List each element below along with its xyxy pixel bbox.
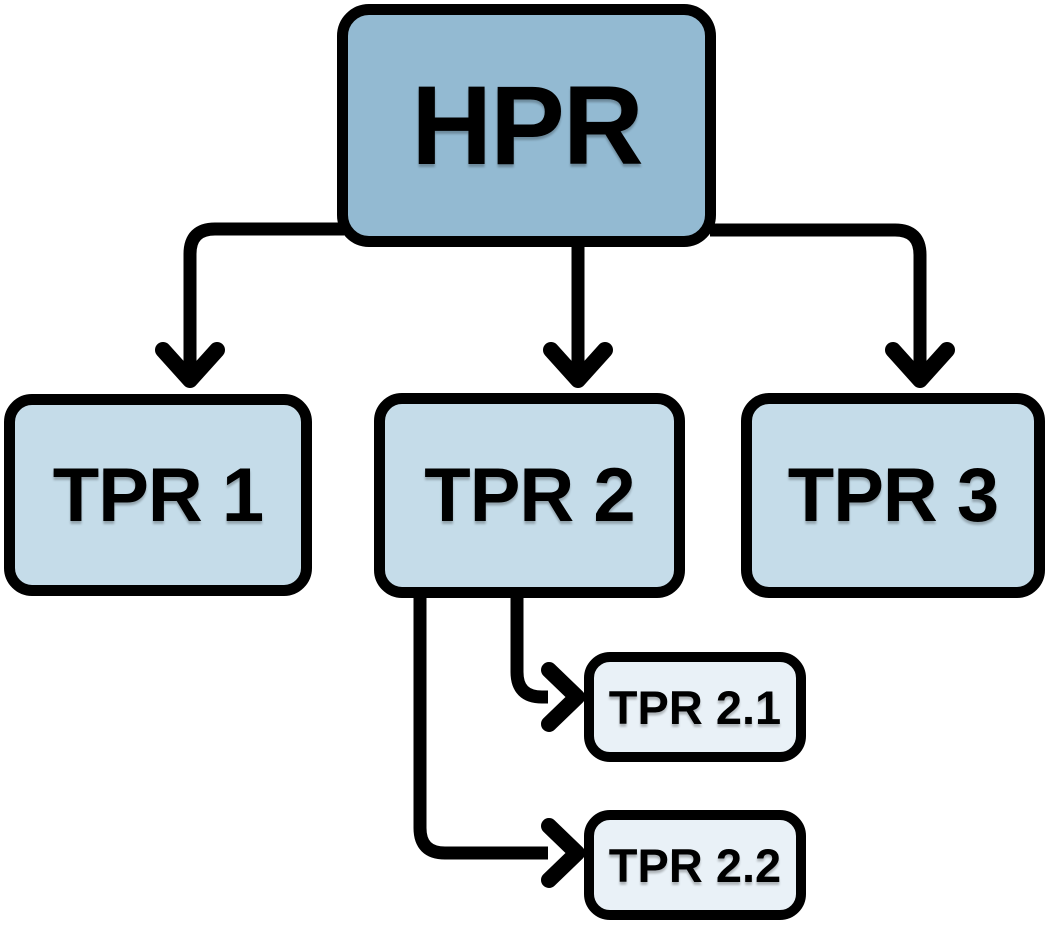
edge-tpr2-tpr21 (510, 594, 585, 732)
edge-hpr-tpr2 (543, 244, 613, 388)
edge-hpr-tpr1 (155, 222, 344, 388)
node-tpr2: TPR 2 (374, 393, 685, 598)
node-tpr1: TPR 1 (4, 394, 312, 596)
node-tpr3: TPR 3 (741, 393, 1045, 598)
node-tpr22: TPR 2.2 (584, 810, 806, 920)
node-tpr21: TPR 2.1 (584, 652, 806, 762)
edge-hpr-tpr3 (710, 223, 955, 388)
node-hpr: HPR (337, 4, 716, 247)
edge-tpr2-tpr22 (413, 594, 585, 888)
